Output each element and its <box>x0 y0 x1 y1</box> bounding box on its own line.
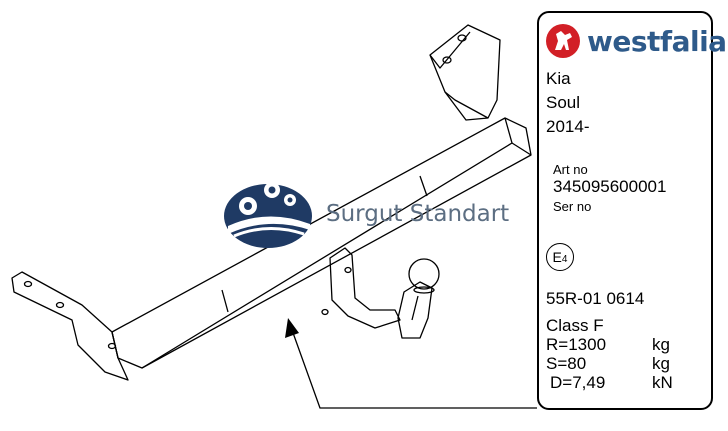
ball-neck <box>397 281 433 339</box>
left-mounting-bracket <box>11 271 129 381</box>
s-unit: kg <box>652 354 670 373</box>
art-no-value: 345095600001 <box>553 177 667 196</box>
d-value: D=7,49 <box>550 373 606 392</box>
pointer-arrowhead <box>285 318 299 338</box>
tow-ball <box>408 258 440 290</box>
d-unit: kN <box>652 373 673 392</box>
brand-logo: westfalia <box>545 23 727 59</box>
vehicle-year: 2014- <box>546 117 590 136</box>
brand-name: westfalia <box>587 24 727 58</box>
westfalia-horse-icon <box>546 24 580 58</box>
class-rating: Class F <box>546 316 604 335</box>
r-value: R=1300 <box>546 335 607 354</box>
ser-no-label: Ser no <box>553 199 592 214</box>
art-no-label: Art no <box>553 162 588 177</box>
pointer-line <box>291 329 537 409</box>
r-unit: kg <box>652 335 670 354</box>
vehicle-make: Kia <box>546 69 571 88</box>
e-mark-letter: E <box>552 249 562 265</box>
gears-icon <box>224 182 312 248</box>
watermark: Surgut Standart <box>220 168 520 258</box>
right-mounting-bracket <box>429 24 501 121</box>
vehicle-model: Soul <box>546 93 581 112</box>
product-label: westfalia Kia Soul 2014- Art no 34509560… <box>537 11 727 410</box>
watermark-text: Surgut Standart <box>326 201 510 227</box>
hitch-plate <box>329 247 401 329</box>
s-value: S=80 <box>546 354 587 373</box>
approval-number: 55R-01 0614 <box>546 289 645 308</box>
e-mark-number: 4 <box>561 253 568 265</box>
